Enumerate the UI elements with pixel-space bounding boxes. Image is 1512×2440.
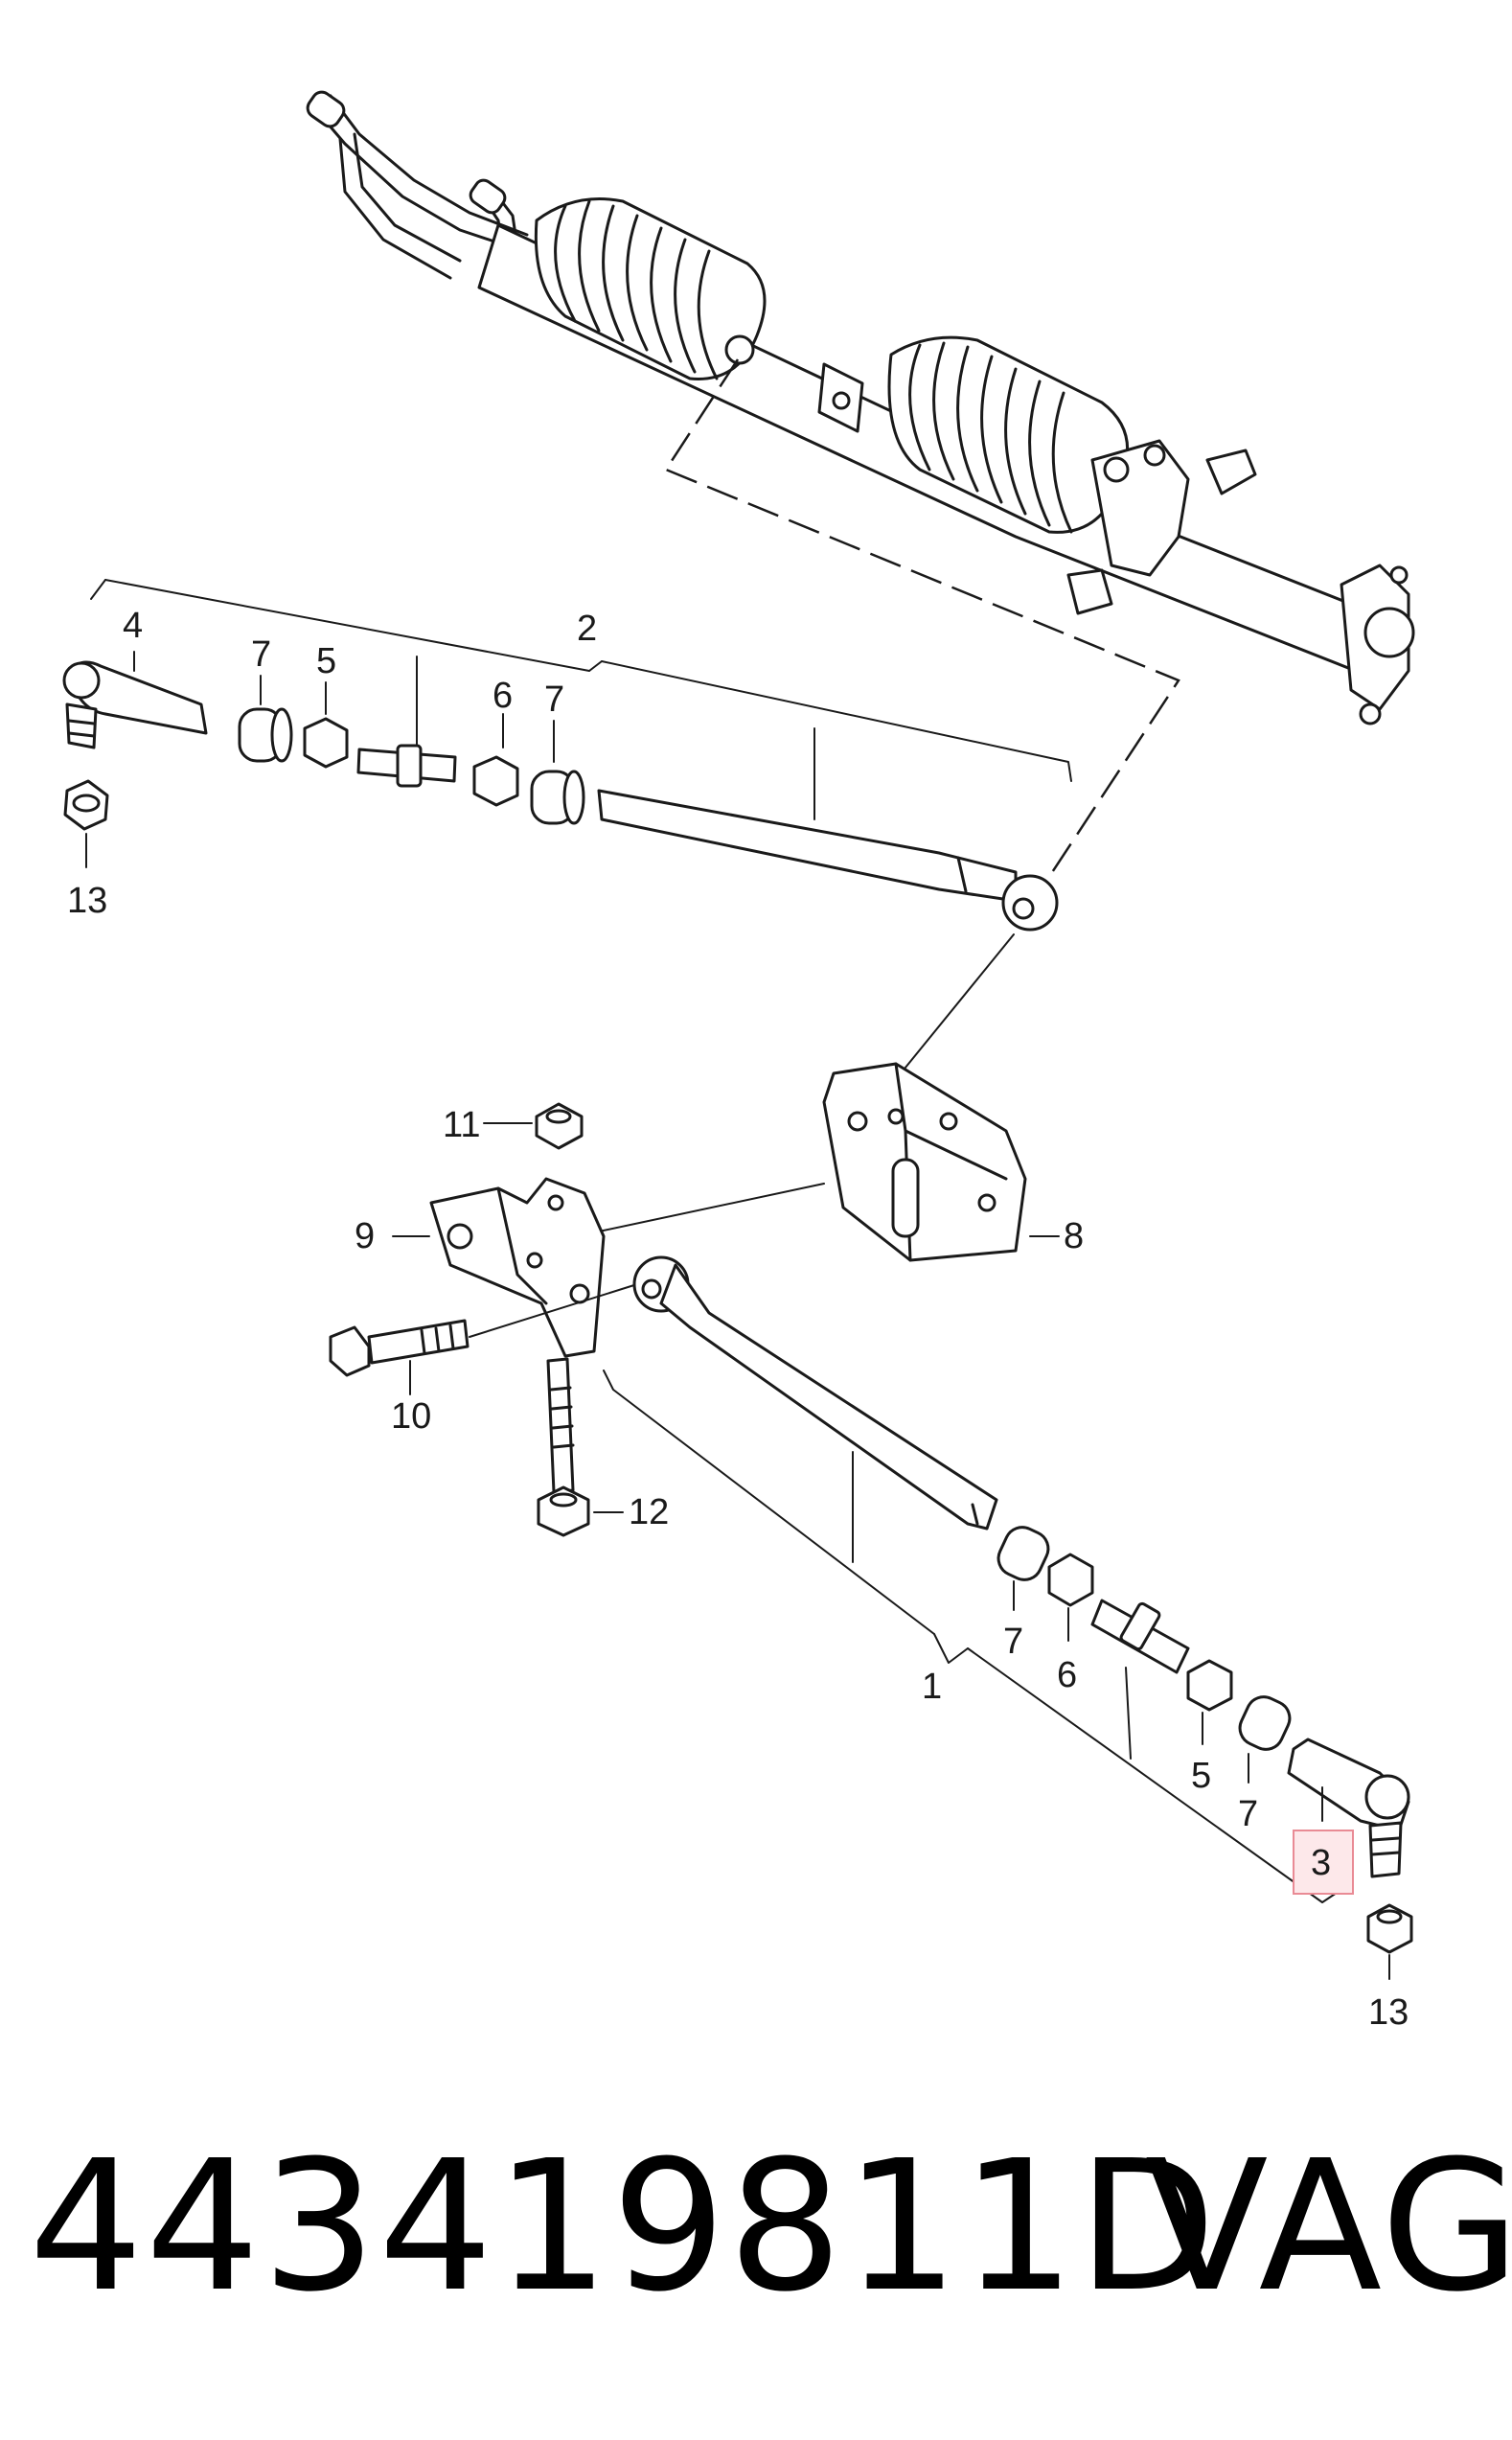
callout-11: 11	[443, 1105, 480, 1145]
callout-leaders	[85, 651, 1390, 1980]
lower-tie-rod-assembly	[603, 1255, 1413, 1954]
callout-4: 4	[123, 606, 143, 646]
brand-label: VAG	[1145, 2122, 1512, 2332]
callout-6b: 6	[1057, 1655, 1077, 1695]
callout-13b: 13	[1368, 1992, 1409, 2033]
callout-1: 1	[922, 1667, 942, 1707]
callout-3: 3	[1311, 1843, 1331, 1883]
callout-labels: 2 4 7 5 6 7 13 11 9 8 10 12 7 6 1 5 7 3 …	[67, 606, 1409, 2033]
callout-5b: 5	[1191, 1756, 1211, 1796]
callout-7d: 7	[1238, 1794, 1258, 1834]
callout-9: 9	[355, 1216, 375, 1256]
callout-12: 12	[629, 1492, 669, 1532]
upper-tie-rod-assembly	[62, 579, 1072, 932]
callout-7a: 7	[251, 634, 271, 675]
steering-parts-diagram: 2 4 7 5 6 7 13 11 9 8 10 12 7 6 1 5 7 3 …	[62, 90, 1415, 2033]
lower-mount	[329, 1102, 638, 1537]
callout-10: 10	[391, 1396, 431, 1437]
part-number: 443419811D	[29, 2122, 1219, 2332]
callout-3-highlight	[1293, 1830, 1354, 1895]
callout-6a: 6	[493, 676, 513, 716]
steering-rack	[306, 90, 1415, 725]
callout-8: 8	[1064, 1216, 1084, 1256]
callout-7b: 7	[544, 679, 564, 720]
callout-5a: 5	[316, 641, 336, 681]
mounting-bracket-8	[822, 1062, 1027, 1262]
callout-13a: 13	[67, 881, 107, 921]
callout-2: 2	[577, 609, 597, 649]
callout-7c: 7	[1003, 1622, 1023, 1662]
